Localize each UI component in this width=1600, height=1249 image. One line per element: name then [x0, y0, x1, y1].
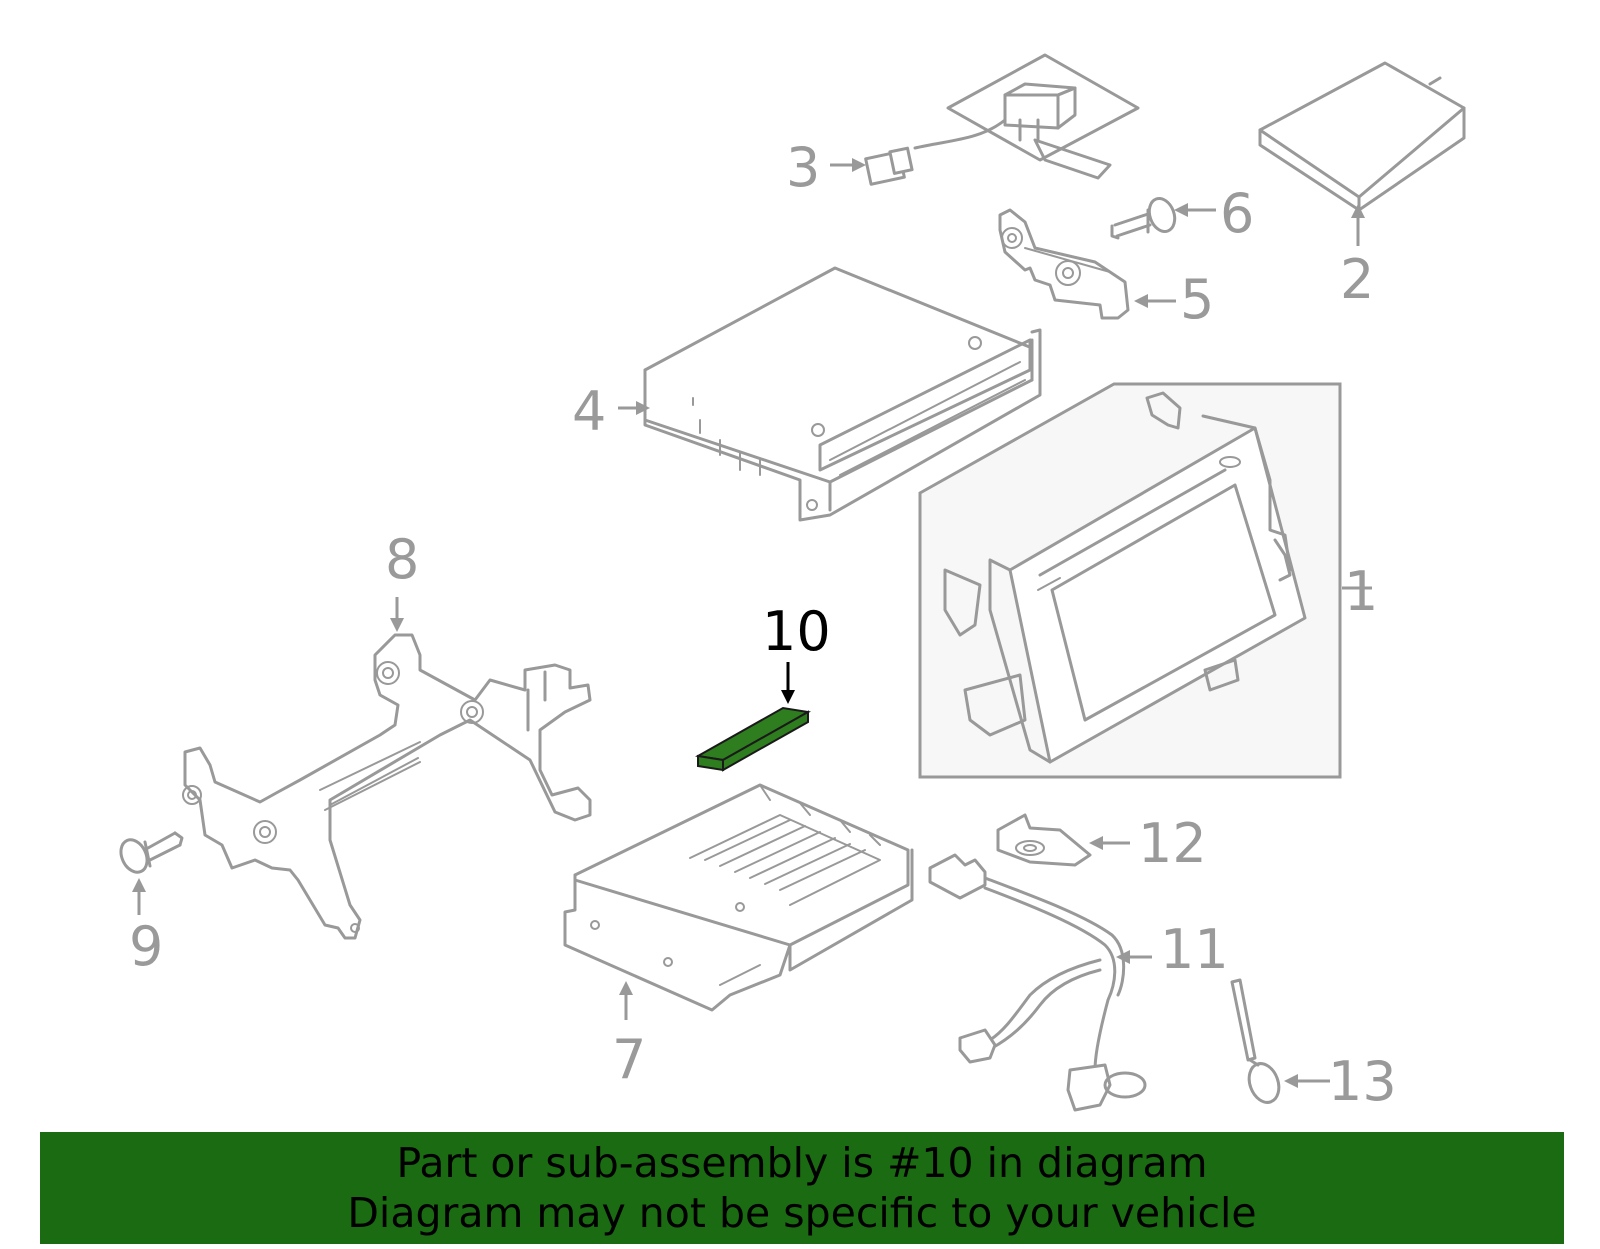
callout-13: 13 — [1328, 1050, 1397, 1113]
callout-5: 5 — [1180, 268, 1214, 331]
callout-6: 6 — [1220, 182, 1254, 245]
part-2-card — [1258, 61, 1466, 212]
callout-12: 12 — [1138, 812, 1207, 875]
callout-4: 4 — [572, 380, 606, 443]
part-9-bolt — [119, 831, 184, 874]
callout-7: 7 — [612, 1028, 646, 1091]
callout-1: 1 — [1344, 560, 1378, 623]
callout-2: 2 — [1340, 248, 1374, 311]
part-6-bolt — [1110, 197, 1177, 240]
callout-10: 10 — [762, 600, 831, 663]
part-1-head-unit — [918, 382, 1342, 779]
part-12-clip — [996, 813, 1092, 867]
info-banner: Part or sub-assembly is #10 in diagram D… — [40, 1132, 1564, 1244]
callout-8: 8 — [385, 528, 419, 591]
part-4-radio-unit — [643, 266, 1042, 522]
part-8-bracket — [182, 633, 592, 940]
part-7-amplifier — [563, 783, 914, 1012]
callout-3: 3 — [786, 136, 820, 199]
part-5-bracket — [998, 208, 1130, 320]
part-13-strap — [1230, 978, 1281, 1104]
callout-arrows — [132, 158, 1372, 1088]
banner-line-1: Part or sub-assembly is #10 in diagram — [396, 1139, 1208, 1187]
callout-11: 11 — [1160, 918, 1229, 981]
part-3-antenna — [864, 53, 1140, 186]
callout-9: 9 — [129, 915, 163, 978]
part-10-pad — [695, 706, 811, 772]
part-11-harness — [928, 853, 1147, 1112]
banner-line-2: Diagram may not be specific to your vehi… — [347, 1189, 1257, 1237]
